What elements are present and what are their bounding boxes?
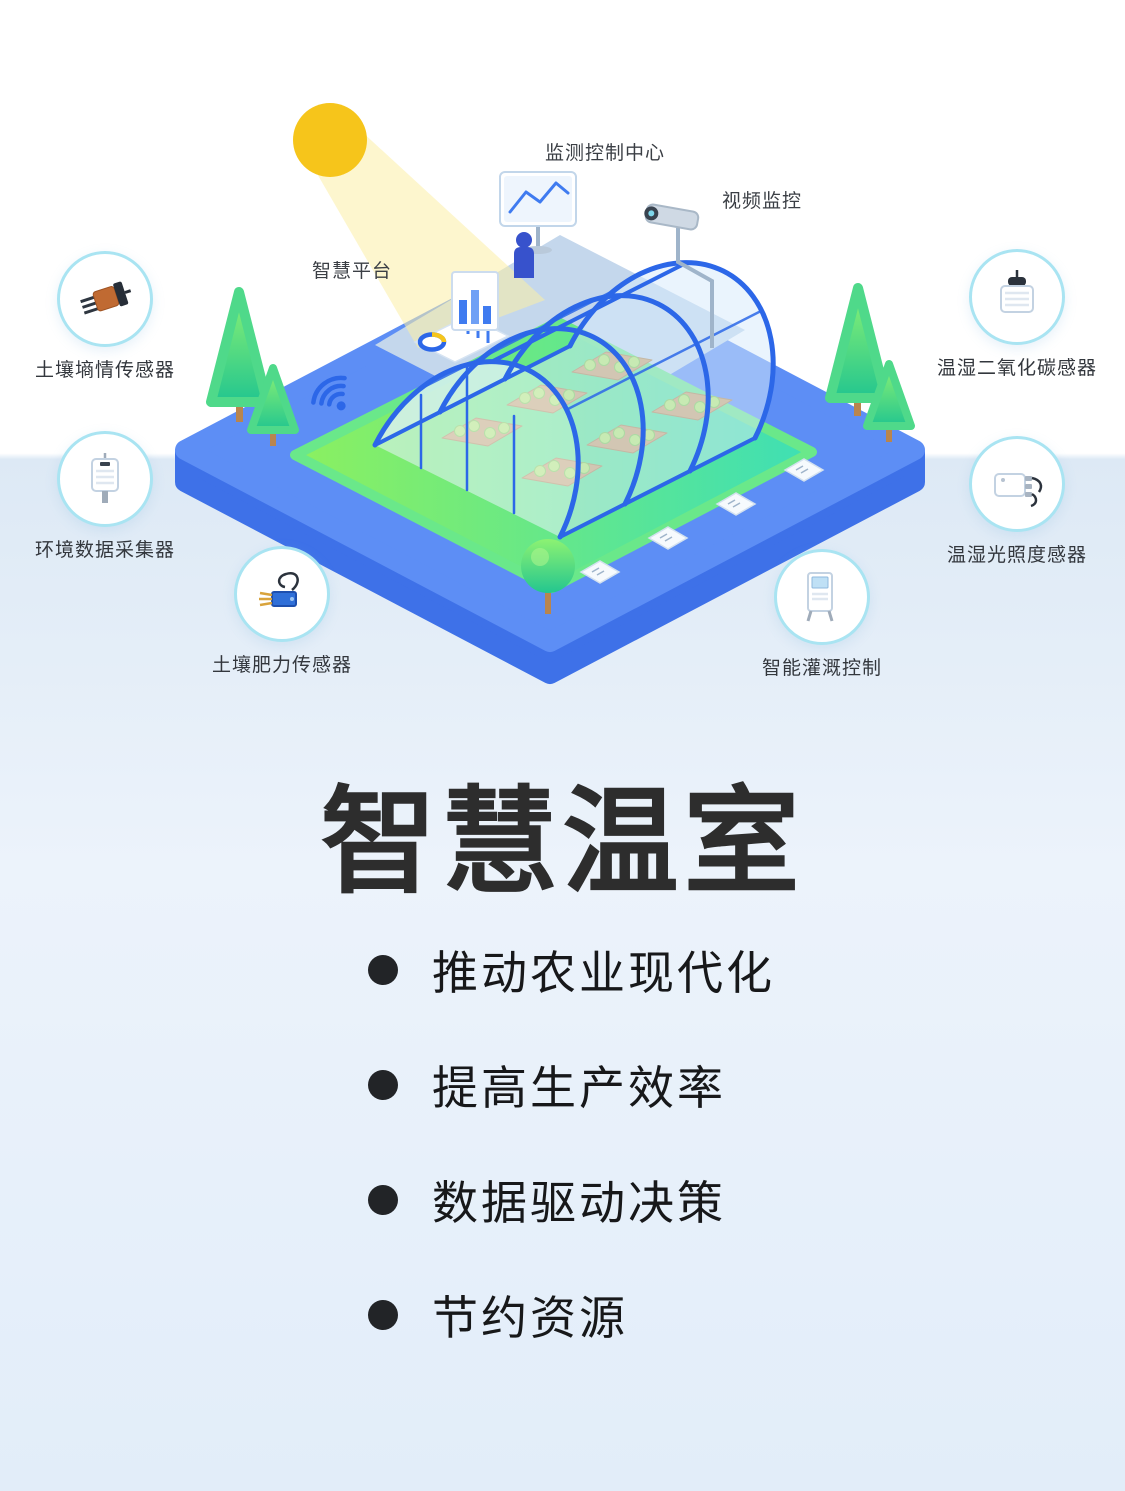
callout-soil-moisture: 土壤墒情传感器 [10, 251, 200, 382]
trees [206, 283, 915, 614]
label-control-center: 监测控制中心 [544, 143, 666, 164]
feature-text: 推动农业现代化 [432, 947, 775, 999]
tree [247, 364, 299, 446]
soil-moisture-sensor-icon [57, 251, 153, 347]
cctv-camera-icon [644, 203, 714, 348]
feature-text: 节约资源 [432, 1292, 628, 1344]
smart-irrigation-controller-icon [774, 549, 870, 645]
page-title: 智慧温室 [320, 777, 805, 907]
tree [825, 283, 891, 416]
env-data-collector-icon [57, 431, 153, 527]
label-video-monitor: 视频监控 [721, 191, 803, 212]
feature-text: 数据驱动决策 [432, 1177, 726, 1229]
feature-text: 提高生产效率 [432, 1062, 726, 1114]
feature-item: 数据驱动决策 [368, 1168, 775, 1232]
bar-chart-screen [451, 271, 499, 331]
feature-item: 推动农业现代化 [368, 938, 775, 1002]
wireless-node-icons [579, 458, 825, 584]
temp-humidity-light-sensor-icon [969, 436, 1065, 532]
feature-list: 推动农业现代化 提高生产效率 数据驱动决策 节约资源 [368, 938, 775, 1398]
round-tree [521, 539, 575, 614]
bullet-dot-icon [368, 955, 398, 985]
bullet-dot-icon [368, 1070, 398, 1100]
bullet-dot-icon [368, 1300, 398, 1330]
callout-env-collector: 环境数据采集器 [10, 431, 200, 562]
tree [206, 287, 272, 422]
sun-icon [293, 103, 367, 177]
operator-person [514, 232, 534, 278]
callout-light-sensor: 温湿光照度感器 [922, 436, 1112, 567]
callout-co2-sensor: 温湿二氧化碳感器 [922, 249, 1112, 380]
tree [863, 360, 915, 442]
feature-item: 节约资源 [368, 1283, 775, 1347]
wifi-icon [311, 375, 347, 411]
control-center-screen [499, 171, 577, 254]
callout-soil-fertility: 土壤肥力传感器 [187, 546, 377, 677]
greenhouse-scene-illustration [175, 103, 925, 684]
callout-irrigation: 智能灌溉控制 [727, 549, 917, 680]
feature-item: 提高生产效率 [368, 1053, 775, 1117]
greenhouse [372, 260, 776, 540]
label-smart-platform: 智慧平台 [311, 261, 393, 282]
soil-fertility-sensor-icon [234, 546, 330, 642]
bullet-dot-icon [368, 1185, 398, 1215]
temp-humidity-co2-sensor-icon [969, 249, 1065, 345]
